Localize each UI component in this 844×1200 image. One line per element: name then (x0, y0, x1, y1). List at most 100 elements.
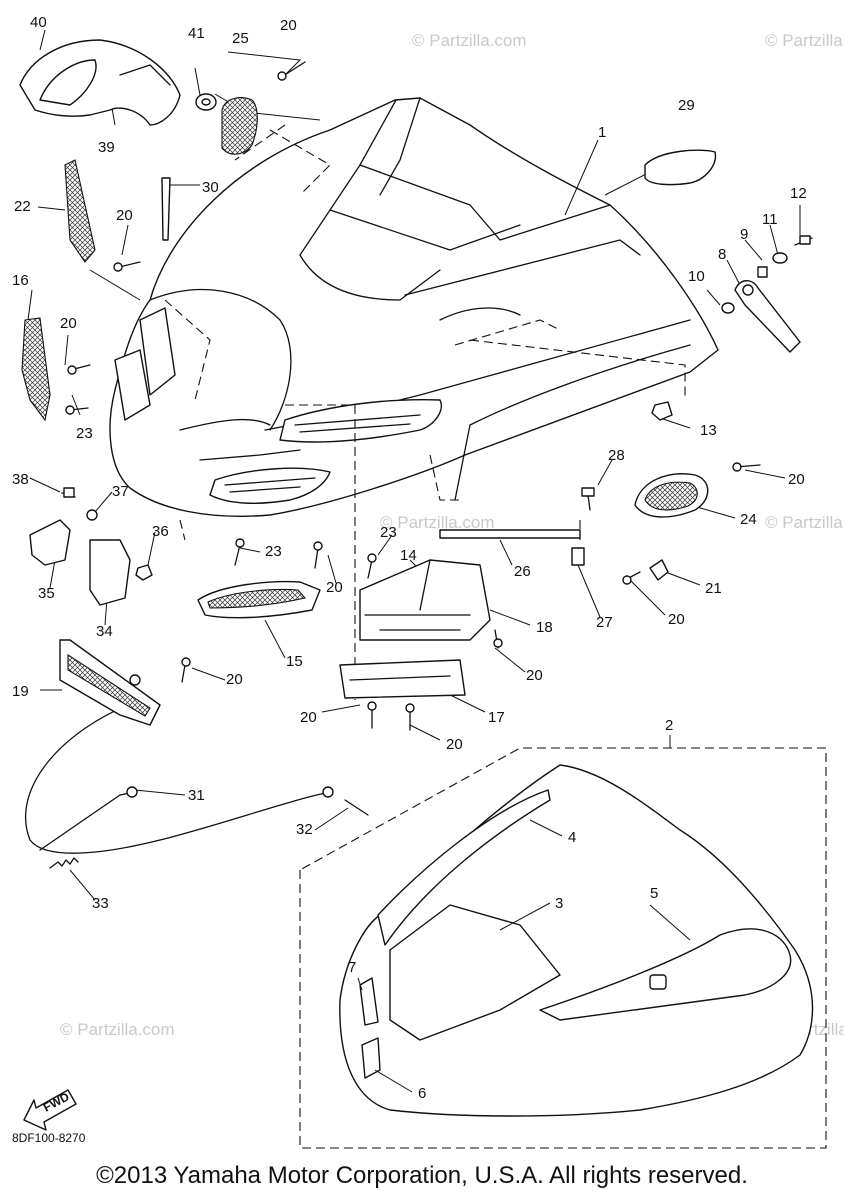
mesh-part-25 (221, 97, 258, 155)
callout-14: 14 (400, 547, 417, 564)
callout-4: 4 (568, 829, 576, 846)
watermark: © Partzilla.com (412, 31, 527, 50)
callout-37: 37 (112, 483, 129, 500)
pad-part-29 (644, 149, 717, 186)
callout-17: 17 (488, 709, 505, 726)
callout-22: 22 (14, 198, 31, 215)
callout-31: 31 (188, 787, 205, 804)
callout-23: 23 (265, 543, 282, 560)
bracket-part-27 (571, 547, 585, 566)
callout-40: 40 (30, 14, 47, 31)
callout-20: 20 (788, 471, 805, 488)
hood-main-part-1 (109, 97, 719, 517)
cable-end-eye (322, 786, 334, 798)
mesh-part-22 (64, 159, 96, 263)
cable-part-31 (24, 699, 331, 854)
fwd-arrow: FWD (23, 1089, 77, 1131)
callout-8: 8 (718, 246, 726, 263)
duct-part-14 (359, 559, 491, 641)
callout-12: 12 (790, 185, 807, 202)
callouts: 40 41 25 20 39 29 1 30 22 20 12 9 11 8 1… (12, 14, 807, 1102)
callout-20: 20 (280, 17, 297, 34)
callout-10: 10 (688, 268, 705, 285)
screw-part-32 (344, 799, 369, 816)
nut-part-13 (651, 401, 673, 421)
callout-38: 38 (12, 471, 29, 488)
callout-1: 1 (598, 124, 606, 141)
callout-15: 15 (286, 653, 303, 670)
callout-19: 19 (12, 683, 29, 700)
watermark: © Partzilla.com (765, 513, 844, 532)
cable-end (39, 791, 136, 851)
callout-11: 11 (762, 211, 778, 228)
screw-part-23 (65, 405, 377, 579)
watermark: © Partzilla.com (60, 1020, 175, 1039)
callout-26: 26 (514, 563, 531, 580)
washer-part-11 (772, 252, 788, 264)
leader-lines-lower (357, 819, 691, 1093)
callout-30: 30 (202, 179, 219, 196)
bolt-part-12 (794, 235, 813, 246)
callout-9: 9 (740, 226, 748, 243)
callout-25: 25 (232, 30, 249, 47)
nut-part-36 (135, 564, 153, 581)
callout-23: 23 (76, 425, 93, 442)
watermark: © Partzilla.com (380, 513, 495, 532)
copyright-notice: ©2013 Yamaha Motor Corporation, U.S.A. A… (96, 1162, 748, 1189)
watermark: © Partzilla.com (765, 31, 844, 50)
callout-6: 6 (418, 1085, 426, 1102)
callout-5: 5 (650, 885, 658, 902)
callout-32: 32 (296, 821, 313, 838)
callout-16: 16 (12, 272, 29, 289)
callout-20: 20 (668, 611, 685, 628)
mesh-part-16 (21, 317, 51, 422)
callout-20: 20 (300, 709, 317, 726)
washer-part-37 (86, 509, 98, 521)
callout-39: 39 (98, 139, 115, 156)
bushing-part-10 (721, 302, 735, 314)
callout-33: 33 (92, 895, 109, 912)
bolt-part-28 (581, 487, 595, 511)
callout-21: 21 (705, 580, 722, 597)
callout-20: 20 (226, 671, 243, 688)
callout-7: 7 (348, 959, 356, 976)
rivet-part-20 (67, 61, 761, 731)
callout-24: 24 (740, 511, 757, 528)
hinge-part-35 (29, 519, 71, 566)
lower-panel-part-2 (339, 764, 814, 1117)
callout-28: 28 (608, 447, 625, 464)
callout-20: 20 (60, 315, 77, 332)
mesh-part-24 (634, 473, 709, 518)
callout-27: 27 (596, 614, 613, 631)
callout-34: 34 (96, 623, 113, 640)
mesh-part-15 (197, 580, 321, 619)
callout-20: 20 (326, 579, 343, 596)
bracket-part-40 (19, 39, 181, 126)
lever-pivot (742, 284, 754, 296)
lever-part-8 (734, 280, 801, 353)
callout-20: 20 (446, 736, 463, 753)
grille-part-19 (59, 639, 161, 726)
callout-3: 3 (555, 895, 563, 912)
clip-part-21 (649, 559, 669, 581)
bolt-part-38 (61, 487, 76, 498)
collar-part-9 (757, 266, 768, 278)
callout-35: 35 (38, 585, 55, 602)
grommet-part-41 (195, 93, 217, 111)
callout-41: 41 (188, 25, 205, 42)
drawing-code: 8DF100-8270 (12, 1131, 86, 1145)
callout-23: 23 (380, 524, 397, 541)
callout-2: 2 (665, 717, 673, 734)
cable-end-eye (126, 786, 138, 798)
callout-29: 29 (678, 97, 695, 114)
callout-13: 13 (700, 422, 717, 439)
callout-20: 20 (526, 667, 543, 684)
callout-20: 20 (116, 207, 133, 224)
callout-18: 18 (536, 619, 553, 636)
callout-36: 36 (152, 523, 169, 540)
sub-assembly-box-part-2 (299, 747, 827, 1149)
spring-part-33 (49, 857, 79, 869)
rod-part-26 (439, 529, 581, 539)
strap-part-30 (161, 177, 171, 241)
